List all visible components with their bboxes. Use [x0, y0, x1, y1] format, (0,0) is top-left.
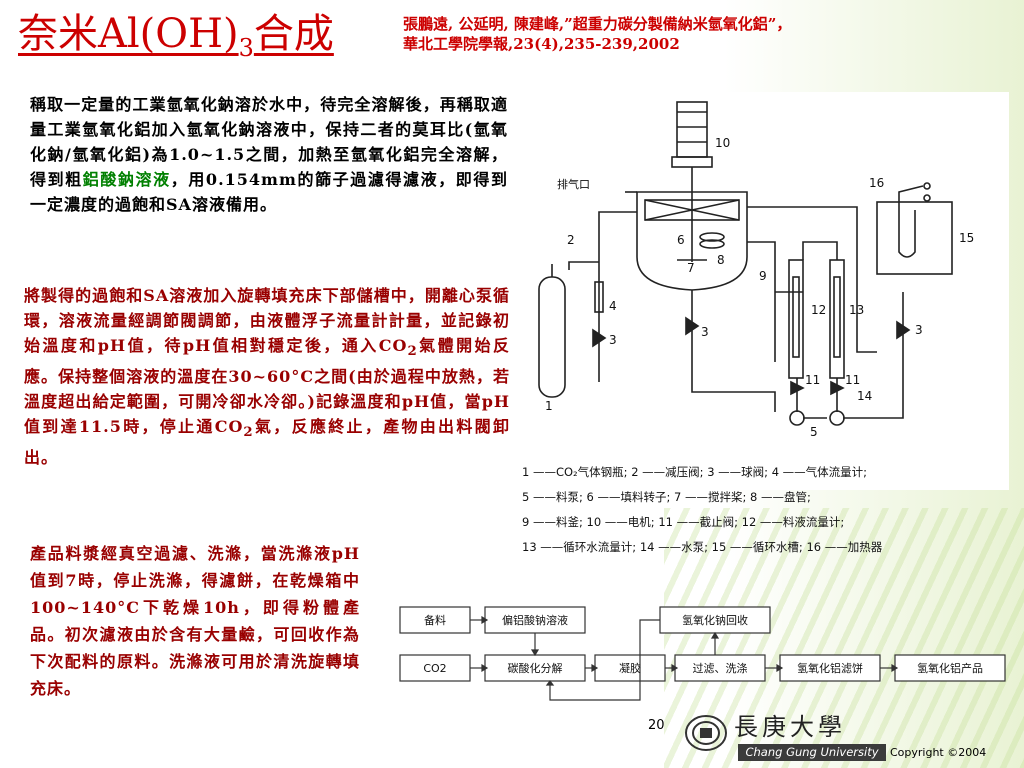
label-11b: 11 [845, 373, 860, 387]
page-number: 20 [648, 718, 665, 733]
flow-box-filter-wash: 过滤、洗涤 [693, 661, 748, 675]
slide-title: 奈米Al(OH)3合成 [18, 11, 334, 62]
reference-citation: 張鵬遠, 公延明, 陳建峰,”超重力碳分製備納米氫氧化鋁”， 華北工學院學報,2… [403, 14, 1003, 54]
apparatus-diagram: 10 2 4 3 1 6 7 8 9 3 12 13 11 11 5 14 3 … [527, 92, 1009, 490]
university-name-chinese: 長庚大學 [734, 713, 846, 741]
copyright-text: Copyright ©2004 [890, 746, 987, 759]
label-3c: 3 [915, 323, 923, 337]
label-8: 8 [717, 253, 725, 267]
diagram-legend: 1 ——CO₂气体钢瓶; 2 ——减压阀; 3 ——球阀; 4 ——气体流量计;… [522, 460, 1022, 560]
label-5: 5 [810, 425, 818, 439]
university-logo-icon [685, 715, 727, 751]
label-13: 13 [849, 303, 864, 317]
label-11a: 11 [805, 373, 820, 387]
process-flowchart: 备料 偏铝酸钠溶液 氢氧化钠回收 CO2 碳酸化分解 凝胶 过滤、洗涤 氢氧化铝… [399, 606, 1006, 701]
paragraph-product: 產品料漿經真空過濾、洗滌，當洗滌液pH值到7時，停止洗滌，得濾餅，在乾燥箱中10… [30, 544, 360, 698]
label-16: 16 [869, 176, 884, 190]
paragraph-reaction: 將製得的過飽和SA溶液加入旋轉填充床下部儲槽中，開離心泵循環，溶液流量經調節閥調… [24, 286, 510, 468]
flow-box-filter-cake: 氢氧化铝滤饼 [797, 661, 863, 675]
flow-box-naoh-recovery: 氢氧化钠回收 [682, 613, 748, 627]
reference-line-1: 張鵬遠, 公延明, 陳建峰,”超重力碳分製備納米氫氧化鋁”， [403, 15, 792, 33]
university-name-english: Chang Gung University [738, 744, 886, 761]
flow-box-product: 氢氧化铝产品 [917, 661, 983, 675]
label-10: 10 [715, 136, 730, 150]
flow-box-co2: CO2 [423, 662, 446, 675]
legend-row: 1 ——CO₂气体钢瓶; 2 ——减压阀; 3 ——球阀; 4 ——气体流量计; [522, 465, 868, 479]
reference-line-2: 華北工學院學報,23(4),235-239,2002 [403, 35, 680, 53]
flow-box-carbonation: 碳酸化分解 [508, 661, 563, 675]
label-12: 12 [811, 303, 826, 317]
label-2: 2 [567, 233, 575, 247]
legend-row: 9 ——料釜; 10 ——电机; 11 ——截止阀; 12 ——料液流量计; [522, 515, 845, 529]
label-1: 1 [545, 399, 553, 413]
label-6: 6 [677, 233, 685, 247]
paragraph-preparation: 稱取一定量的工業氫氧化鈉溶於水中，待完全溶解後，再稱取適量工業氫氧化鋁加入氫氧化… [30, 95, 508, 214]
legend-row: 5 ——料泵; 6 ——填料转子; 7 ——搅拌桨; 8 ——盘管; [522, 490, 811, 504]
label-9: 9 [759, 269, 767, 283]
label-vent: 排气口 [557, 177, 590, 191]
label-4: 4 [609, 299, 617, 313]
highlight-sodium-aluminate: 鋁酸鈉溶液 [82, 170, 171, 189]
flow-box-gel: 凝胶 [619, 661, 641, 675]
label-3a: 3 [609, 333, 617, 347]
legend-row: 13 ——循环水流量计; 14 ——水泵; 15 ——循环水槽; 16 ——加热… [522, 540, 883, 554]
flow-box-beiliao: 备料 [424, 613, 446, 627]
label-14: 14 [857, 389, 872, 403]
flow-box-sodium-aluminate: 偏铝酸钠溶液 [502, 613, 568, 627]
label-3b: 3 [701, 325, 709, 339]
label-7: 7 [687, 261, 695, 275]
label-15: 15 [959, 231, 974, 245]
